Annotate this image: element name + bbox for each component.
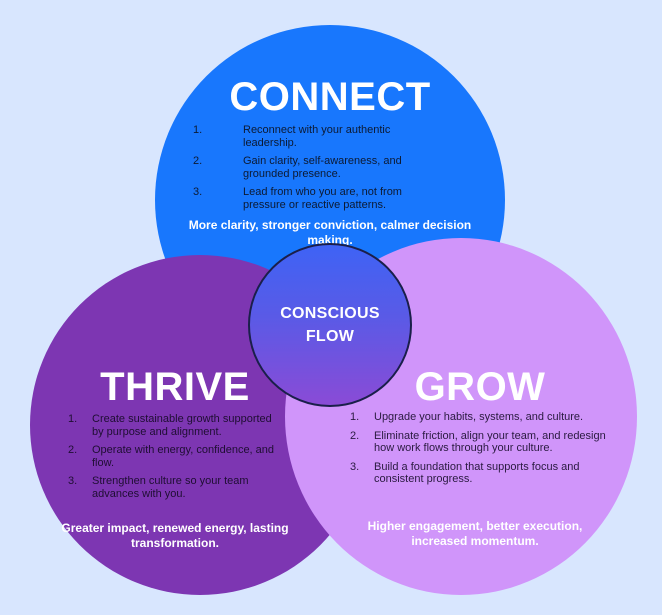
list-text: Upgrade your habits, systems, and cultur… <box>374 411 584 423</box>
list-item: 1. Create sustainable growth supported b… <box>68 413 278 438</box>
list-text: Build a foundation that supports focus a… <box>374 460 580 486</box>
list-text: Create sustainable growth supported by p… <box>92 413 272 438</box>
list-item: 3. Strengthen culture so your team advan… <box>68 475 278 500</box>
list-number: 2. <box>68 444 78 456</box>
conscious-flow-circle: CONSCIOUS FLOW <box>248 243 412 407</box>
grow-title: GROW <box>414 365 546 409</box>
thrive-outcome: Greater impact, renewed energy, lasting … <box>61 521 289 550</box>
list-item: 1. Reconnect with your authentic leaders… <box>193 124 438 149</box>
center-label-line1: CONSCIOUS <box>280 305 380 322</box>
list-number: 3. <box>68 475 78 487</box>
connect-list: 1. Reconnect with your authentic leaders… <box>193 124 438 217</box>
grow-outcome: Higher engagement, better execution, inc… <box>367 519 583 548</box>
thrive-list: 1. Create sustainable growth supported b… <box>68 413 278 506</box>
list-item: 2. Eliminate friction, align your team, … <box>350 430 615 455</box>
list-text: Lead from who you are, not from pressure… <box>243 186 402 211</box>
list-item: 2. Operate with energy, confidence, and … <box>68 444 278 469</box>
connect-title: CONNECT <box>229 75 431 119</box>
list-number: 3. <box>350 460 360 473</box>
list-number: 1. <box>350 411 360 423</box>
thrive-title: THRIVE <box>100 365 250 409</box>
list-item: 2. Gain clarity, self-awareness, and gro… <box>193 155 438 180</box>
list-text: Eliminate friction, align your team, and… <box>374 429 606 455</box>
list-number: 1. <box>68 413 78 425</box>
list-number: 3. <box>193 186 203 198</box>
list-item: 3. Build a foundation that supports focu… <box>350 461 615 486</box>
list-item: 3. Lead from who you are, not from press… <box>193 186 438 211</box>
list-number: 2. <box>193 155 203 167</box>
list-item: 1. Upgrade your habits, systems, and cul… <box>350 411 615 424</box>
list-text: Operate with energy, confidence, and flo… <box>92 444 275 469</box>
grow-list: 1. Upgrade your habits, systems, and cul… <box>350 411 615 492</box>
list-number: 1. <box>193 124 203 136</box>
list-text: Strengthen culture so your team advances… <box>92 475 249 500</box>
list-text: Gain clarity, self-awareness, and ground… <box>243 155 402 180</box>
list-text: Reconnect with your authentic leadership… <box>243 124 391 149</box>
center-label-line2: FLOW <box>305 328 355 345</box>
list-number: 2. <box>350 429 360 442</box>
